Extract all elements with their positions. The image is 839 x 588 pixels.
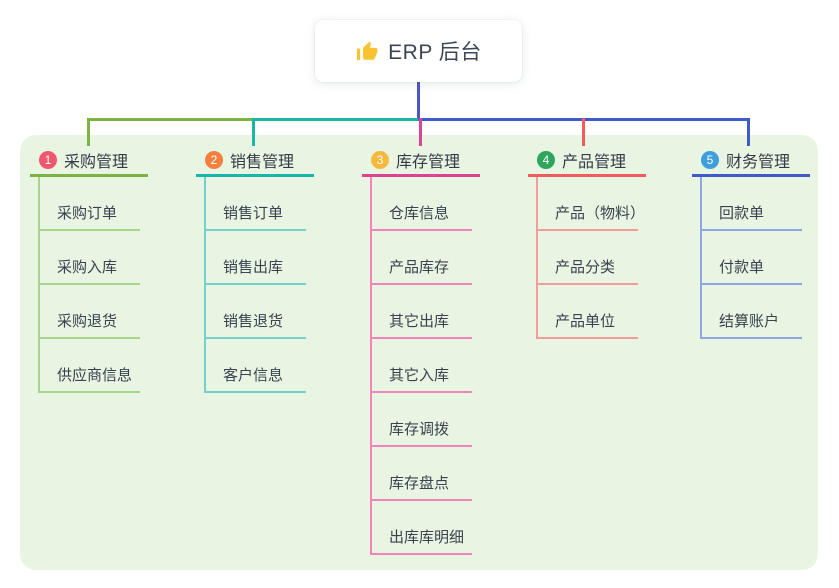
branch-children-sales: 销售订单销售出库销售退货客户信息	[204, 177, 306, 393]
branch-node-sales[interactable]: 2 销售管理	[196, 145, 314, 177]
child-node[interactable]: 销售退货	[206, 285, 306, 339]
child-node[interactable]: 采购退货	[40, 285, 140, 339]
child-node[interactable]: 销售出库	[206, 231, 306, 285]
branch-sales: 2 销售管理 销售订单销售出库销售退货客户信息	[196, 145, 314, 393]
branch-finance: 5 财务管理 回款单付款单结算账户	[692, 145, 810, 339]
badge-4: 4	[537, 150, 555, 169]
child-node[interactable]: 其它出库	[372, 285, 472, 339]
child-label: 出库库明细	[389, 529, 465, 546]
connector-drop-product	[582, 118, 585, 146]
badge-2: 2	[205, 150, 223, 169]
root-title: ERP 后台	[388, 41, 482, 64]
branch-node-finance[interactable]: 5 财务管理	[692, 145, 810, 177]
branch-label: 产品管理	[562, 153, 627, 171]
child-label: 产品单位	[555, 313, 616, 330]
child-label: 产品（物料）	[555, 205, 646, 222]
child-label: 产品库存	[389, 259, 450, 276]
connector-drop-finance	[747, 118, 750, 146]
child-label: 供应商信息	[57, 367, 133, 384]
child-label: 销售订单	[223, 205, 284, 222]
child-node[interactable]: 采购订单	[40, 177, 140, 231]
branch-label: 采购管理	[64, 153, 129, 171]
badge-5: 5	[701, 150, 719, 169]
child-node[interactable]: 产品（物料）	[538, 177, 645, 231]
child-node[interactable]: 采购入库	[40, 231, 140, 285]
branch-children-inventory: 仓库信息产品库存其它出库其它入库库存调拨库存盘点出库库明细	[370, 177, 472, 555]
branch-inventory: 3 库存管理 仓库信息产品库存其它出库其它入库库存调拨库存盘点出库库明细	[362, 145, 480, 555]
connector-root-stem	[417, 82, 420, 119]
root-node[interactable]: ERP 后台	[315, 20, 522, 82]
thumbs-up-icon	[357, 41, 378, 60]
child-label: 结算账户	[719, 313, 780, 330]
child-node[interactable]: 产品分类	[538, 231, 638, 285]
badge-1: 1	[39, 150, 57, 169]
child-label: 销售出库	[223, 259, 284, 276]
child-node[interactable]: 结算账户	[702, 285, 802, 339]
child-node[interactable]: 产品库存	[372, 231, 472, 285]
branch-children-finance: 回款单付款单结算账户	[700, 177, 802, 339]
child-label: 回款单	[719, 205, 765, 222]
connector-drop-purchase	[87, 118, 90, 146]
branch-label: 财务管理	[726, 153, 791, 171]
child-node[interactable]: 库存盘点	[372, 447, 472, 501]
child-label: 其它出库	[389, 313, 450, 330]
background-panel	[20, 135, 818, 570]
branch-product: 4 产品管理 产品（物料） 产品分类产品单位	[528, 145, 646, 339]
child-node[interactable]: 产品单位	[538, 285, 638, 339]
child-node[interactable]: 出库库明细	[372, 501, 472, 555]
child-node[interactable]: 仓库信息	[372, 177, 472, 231]
child-label: 客户信息	[223, 367, 284, 384]
child-label: 采购订单	[57, 205, 118, 222]
child-label: 库存盘点	[389, 475, 450, 492]
child-label: 其它入库	[389, 367, 450, 384]
child-node[interactable]: 其它入库	[372, 339, 472, 393]
child-label: 销售退货	[223, 313, 284, 330]
branch-label: 销售管理	[230, 153, 295, 171]
connector-bus-sales	[253, 118, 418, 121]
connector-drop-sales	[252, 118, 255, 146]
child-label: 采购退货	[57, 313, 118, 330]
child-label: 库存调拨	[389, 421, 450, 438]
child-label: 付款单	[719, 259, 765, 276]
child-label: 采购入库	[57, 259, 118, 276]
child-node[interactable]: 销售订单	[206, 177, 306, 231]
child-node[interactable]: 付款单	[702, 231, 802, 285]
branch-children-product: 产品（物料） 产品分类产品单位	[536, 177, 645, 339]
child-label: 仓库信息	[389, 205, 450, 222]
child-node[interactable]: 回款单	[702, 177, 802, 231]
connector-bus-purchase	[87, 118, 253, 121]
connector-drop-inventory	[419, 118, 422, 146]
branch-node-inventory[interactable]: 3 库存管理	[362, 145, 480, 177]
branch-children-purchase: 采购订单采购入库采购退货供应商信息	[38, 177, 140, 393]
child-node[interactable]: 库存调拨	[372, 393, 472, 447]
child-label: 产品分类	[555, 259, 616, 276]
badge-3: 3	[371, 150, 389, 169]
branch-node-purchase[interactable]: 1 采购管理	[30, 145, 148, 177]
branch-purchase: 1 采购管理 采购订单采购入库采购退货供应商信息	[30, 145, 148, 393]
child-node[interactable]: 客户信息	[206, 339, 306, 393]
branch-node-product[interactable]: 4 产品管理	[528, 145, 646, 177]
branch-label: 库存管理	[396, 153, 461, 171]
child-node[interactable]: 供应商信息	[40, 339, 140, 393]
